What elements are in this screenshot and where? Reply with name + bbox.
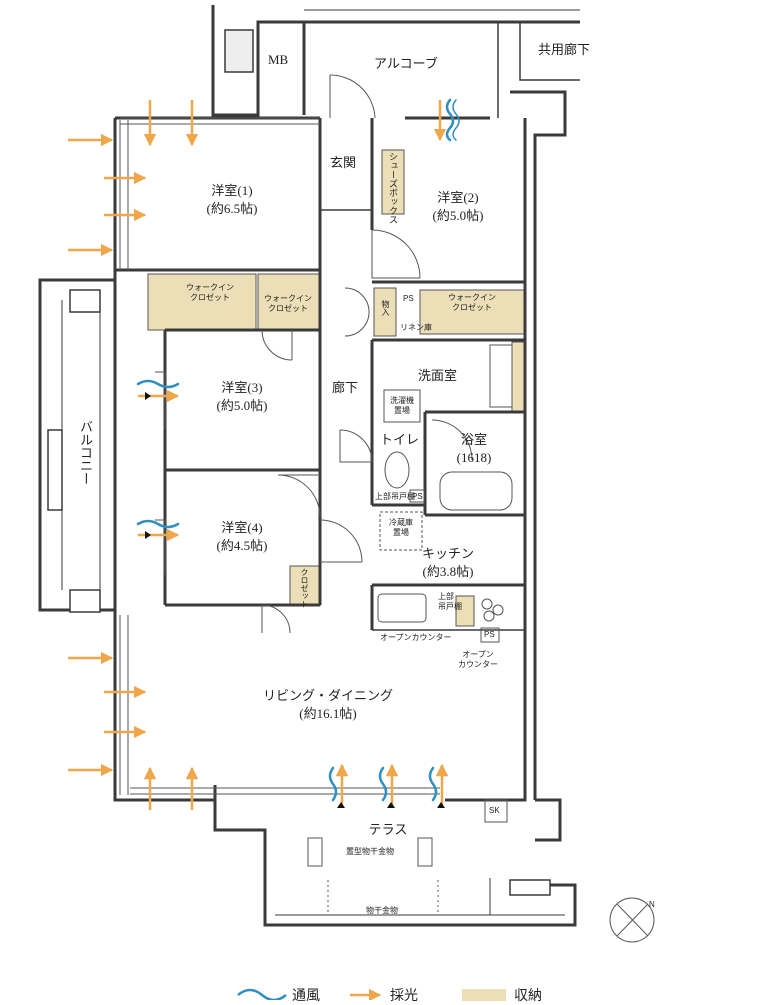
label-ps-1: PS <box>403 294 414 303</box>
label-mb: MB <box>268 52 289 67</box>
windows <box>119 117 440 795</box>
label-upper-cabinet-kitchen: 上部 吊戸棚 <box>438 592 462 611</box>
label-walkin-2: ウォークイン クロゼット <box>264 294 312 313</box>
storage-swatch-icon <box>462 989 506 1001</box>
label-kitchen-size: (約3.8帖) <box>422 564 474 579</box>
label-hallway: 廊下 <box>332 380 359 395</box>
label-room4-size: (約4.5帖) <box>216 538 268 553</box>
label-toilet: トイレ <box>380 432 420 447</box>
ventilation-markers <box>145 392 445 808</box>
legend-wind-icon <box>237 988 287 1000</box>
legend-daylight: 採光 <box>390 985 418 1005</box>
label-open-counter-1: オープンカウンター <box>380 633 452 642</box>
legend-storage-label: 収納 <box>514 989 542 1004</box>
label-washroom: 洗面室 <box>418 368 458 383</box>
storage-walkin-2 <box>257 273 321 331</box>
legend-storage: 収納 <box>462 985 542 1005</box>
label-drying-fixture-1: 置型物干金物 <box>346 847 394 856</box>
label-kitchen: キッチン <box>421 546 475 561</box>
ps-toilet <box>409 489 425 503</box>
ps-kitchen <box>480 627 500 643</box>
door-swings <box>261 74 473 634</box>
label-alcove: アルコーブ <box>374 56 438 71</box>
label-room2: 洋室(2) <box>437 190 479 205</box>
sk-box <box>484 799 508 823</box>
label-room1-size: (約6.5帖) <box>206 201 258 216</box>
label-upper-cabinet-toilet: 上部吊戸棚 <box>375 492 415 501</box>
label-bath: 浴室 <box>460 432 488 447</box>
bathtub <box>439 471 513 511</box>
legend-ventilation: 通風 <box>292 985 320 1005</box>
label-room4: 洋室(4) <box>221 520 263 535</box>
compass-icon <box>609 897 655 943</box>
label-living-size: (約16.1帖) <box>299 706 357 721</box>
storage-walkin-1 <box>147 273 257 331</box>
storage-areas <box>147 149 525 627</box>
label-open-counter-2: オープン カウンター <box>458 650 498 669</box>
label-room3-size: (約5.0帖) <box>216 398 268 413</box>
label-walkin-3: ウォークイン クロゼット <box>448 293 496 312</box>
label-drying-fixture-2: 物干金物 <box>366 906 398 915</box>
label-fridge: 冷蔵庫 置場 <box>389 518 413 537</box>
label-shoe-box: シューズボックス <box>388 152 398 224</box>
label-closet: クロゼット <box>300 568 309 608</box>
vanity <box>489 344 513 408</box>
storage-kitchen-upper <box>455 595 475 627</box>
storage-wash-shelf <box>511 341 525 413</box>
fridge-space <box>379 511 423 551</box>
label-linen: リネン庫 <box>400 323 432 332</box>
label-bath-size: (1618) <box>456 450 492 465</box>
storage-shoebox <box>381 149 405 215</box>
label-common-corridor: 共用廊下 <box>538 42 591 57</box>
daylight-arrows <box>68 100 449 810</box>
toilet-bowl <box>384 451 410 489</box>
label-walkin-1: ウォークイン クロゼット <box>186 283 234 302</box>
label-sk: SK <box>489 806 500 815</box>
label-room2-size: (約5.0帖) <box>432 208 484 223</box>
walls <box>38 5 580 927</box>
legend-daylight-label: 採光 <box>390 989 418 1004</box>
label-storage: 物入 <box>381 300 390 316</box>
label-ps-2: PS <box>412 492 423 501</box>
label-room1: 洋室(1) <box>211 183 253 198</box>
fixtures <box>307 344 513 915</box>
legend-ventilation-label: 通風 <box>292 989 320 1004</box>
label-ps-3: PS <box>484 630 495 639</box>
compass-north-label: N <box>649 900 655 909</box>
storage-mono <box>373 287 397 337</box>
label-washer: 洗濯機 置場 <box>390 396 414 415</box>
label-entrance: 玄関 <box>330 155 357 170</box>
label-terrace: テラス <box>368 822 408 837</box>
sink <box>377 593 427 623</box>
label-balcony: バルコニー <box>78 420 93 485</box>
label-living: リビング・ダイニング <box>262 688 394 703</box>
label-room3: 洋室(3) <box>221 380 263 395</box>
ventilation-waves <box>136 98 460 802</box>
washer-box <box>383 389 421 423</box>
